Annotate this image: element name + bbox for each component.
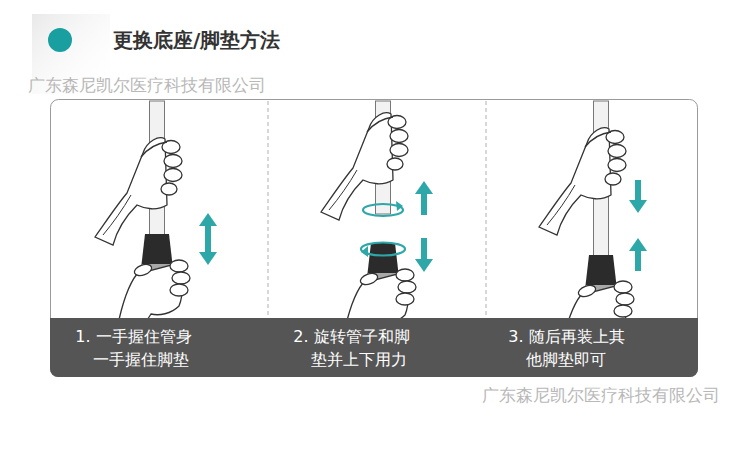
panel-frame: [51, 100, 698, 377]
divider: [268, 101, 269, 318]
step-text: 1. 一手握住管身 一手握住脚垫: [75, 325, 243, 371]
header-dot: [48, 28, 72, 52]
divider: [486, 101, 487, 318]
step-3-figure: [539, 101, 647, 353]
page-title: 更换底座/脚垫方法: [113, 27, 280, 54]
step-text: 2. 旋转管子和脚 垫并上下用力: [293, 325, 461, 371]
watermark: 广东森尼凯尔医疗科技有限公司: [28, 74, 266, 97]
watermark: 广东森尼凯尔医疗科技有限公司: [482, 384, 720, 407]
step-2-figure: [321, 101, 433, 341]
step-1-figure: [95, 101, 217, 332]
step-cell: 2. 旋转管子和脚 垫并上下用力: [268, 318, 486, 377]
step-text: 3. 随后再装上其 他脚垫即可: [508, 325, 676, 371]
step-cell: 3. 随后再装上其 他脚垫即可: [486, 318, 698, 377]
step-cell: 1. 一手握住管身 一手握住脚垫: [50, 318, 268, 377]
